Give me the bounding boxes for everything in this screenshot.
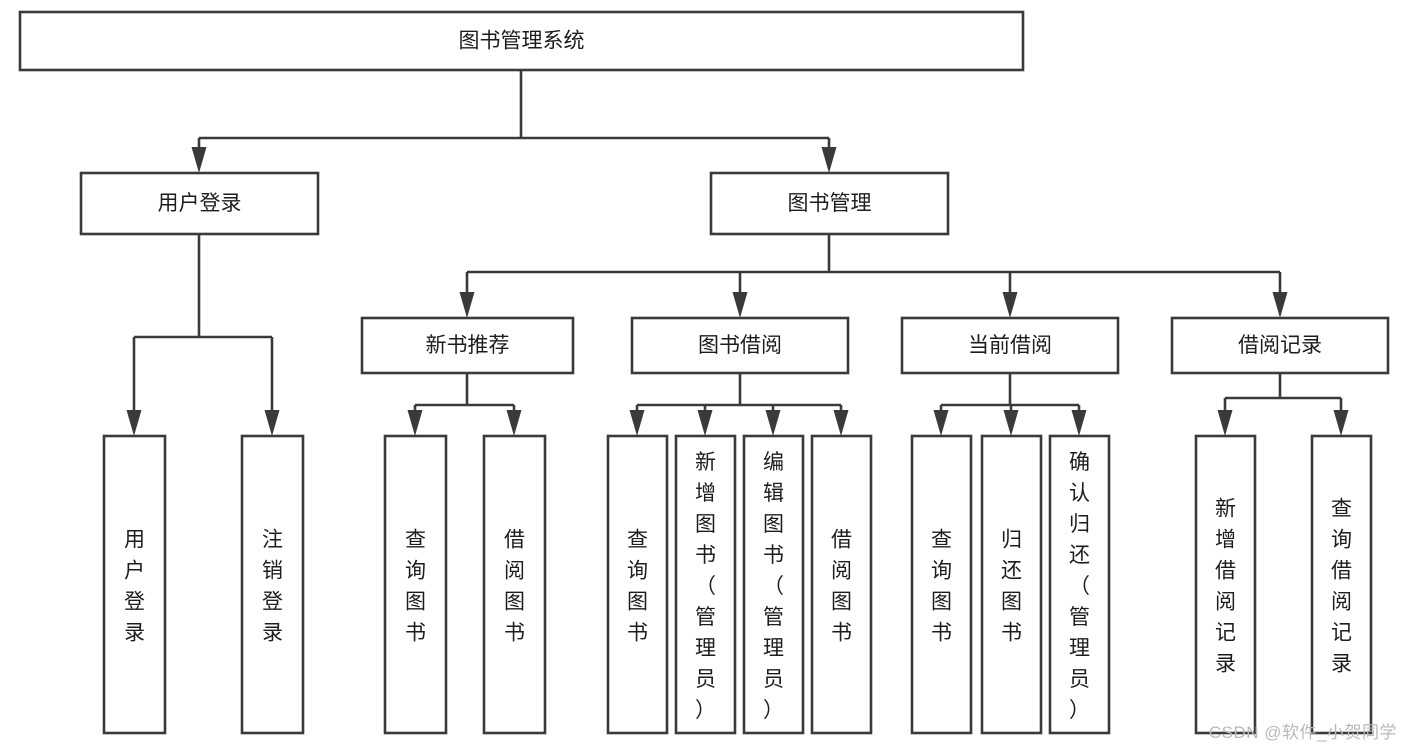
conn-bookborrow-split xyxy=(629,373,849,436)
node-leaf-leaf-edit-book-admin[interactable]: 编辑图书（管理员） xyxy=(742,434,805,735)
node-label: 借阅图书 xyxy=(504,529,525,645)
node-leaf-leaf-add-borrow-record[interactable]: 新增借阅记录 xyxy=(1194,434,1257,735)
node-level3-current-borrow[interactable]: 当前借阅 xyxy=(900,316,1120,375)
node-label: 注销登录 xyxy=(262,529,283,645)
conn-userlogin-split xyxy=(126,234,280,436)
node-label: 用户登录 xyxy=(124,529,145,645)
node-level3-borrow-record[interactable]: 借阅记录 xyxy=(1170,316,1390,375)
node-label: 查询图书 xyxy=(931,529,952,645)
node-leaf-leaf-user-login[interactable]: 用户登录 xyxy=(102,434,167,735)
node-label: 新增借阅记录 xyxy=(1215,498,1236,676)
node-root-root[interactable]: 图书管理系统 xyxy=(18,10,1025,72)
conn-bookmanage-split xyxy=(459,234,1288,318)
node-leaf-leaf-borrow-book[interactable]: 借阅图书 xyxy=(810,434,873,735)
node-leaf-leaf-user-logout[interactable]: 注销登录 xyxy=(240,434,305,735)
node-level2-user-login[interactable]: 用户登录 xyxy=(79,171,320,236)
node-level3-book-borrow[interactable]: 图书借阅 xyxy=(630,316,850,375)
node-level3-new-book-recommend[interactable]: 新书推荐 xyxy=(360,316,575,375)
node-label: 归还图书 xyxy=(1001,529,1022,645)
node-label: 当前借阅 xyxy=(968,334,1052,357)
node-label: 图书管理 xyxy=(788,192,872,215)
node-label: 借阅记录 xyxy=(1238,334,1322,357)
connector-layer xyxy=(126,70,1349,436)
node-label: 查询图书 xyxy=(405,529,426,645)
node-leaf-leaf-query-book-current[interactable]: 查询图书 xyxy=(910,434,973,735)
node-label: 查询图书 xyxy=(627,529,648,645)
conn-currentborrow-split xyxy=(933,373,1087,436)
node-label: 借阅图书 xyxy=(831,529,852,645)
node-level2-book-manage[interactable]: 图书管理 xyxy=(709,171,950,236)
conn-root-split xyxy=(191,70,837,173)
node-leaf-leaf-query-borrow-record[interactable]: 查询借阅记录 xyxy=(1310,434,1373,735)
conn-borrowrecord-split xyxy=(1217,373,1349,436)
node-label: 新增图书（管理员） xyxy=(695,451,716,722)
node-label: 编辑图书（管理员） xyxy=(763,451,784,722)
node-label: 查询借阅记录 xyxy=(1331,498,1352,676)
node-leaf-leaf-query-book-new[interactable]: 查询图书 xyxy=(383,434,448,735)
node-label: 确认归还（管理员） xyxy=(1069,451,1090,722)
node-leaf-leaf-return-book[interactable]: 归还图书 xyxy=(980,434,1043,735)
node-label: 用户登录 xyxy=(158,192,242,215)
node-leaf-leaf-borrow-book-new[interactable]: 借阅图书 xyxy=(482,434,547,735)
node-label: 图书管理系统 xyxy=(459,30,585,53)
node-layer: 图书管理系统用户登录图书管理新书推荐图书借阅当前借阅借阅记录用户登录注销登录查询… xyxy=(18,10,1390,735)
node-label: 图书借阅 xyxy=(698,334,782,357)
node-leaf-leaf-query-book-borrow[interactable]: 查询图书 xyxy=(606,434,669,735)
node-leaf-leaf-confirm-return-admin[interactable]: 确认归还（管理员） xyxy=(1048,434,1111,735)
node-label: 新书推荐 xyxy=(426,334,510,357)
conn-newbook-split xyxy=(407,373,522,436)
node-leaf-leaf-add-book-admin[interactable]: 新增图书（管理员） xyxy=(674,434,737,735)
